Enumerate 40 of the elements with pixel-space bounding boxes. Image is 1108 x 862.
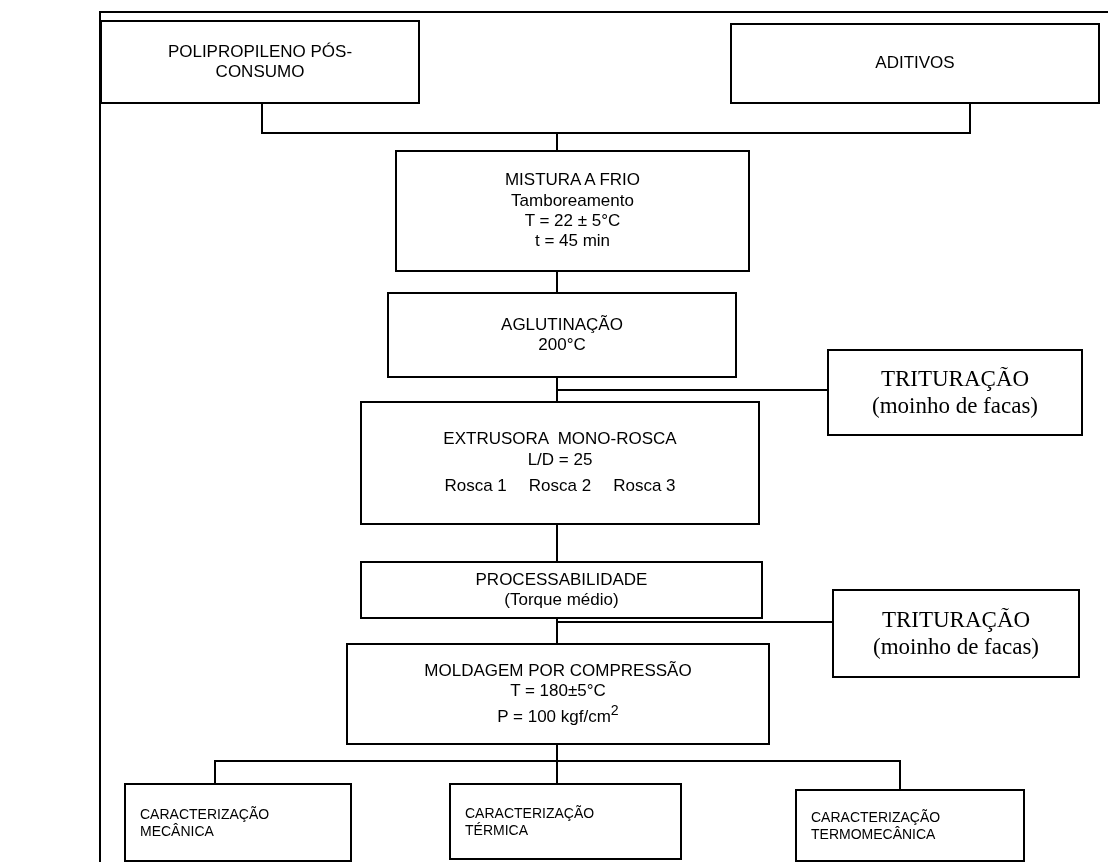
step-detail: T = 22 ± 5°C [524, 211, 621, 232]
step-title: EXTRUSORA MONO-ROSCA [443, 429, 677, 450]
step-title: AGLUTINAÇÃO [501, 314, 623, 335]
step-detail: Rosca 3 [613, 476, 676, 497]
process-box [100, 20, 420, 104]
step-title: CARACTERIZAÇÃO MECÂNICA [140, 805, 271, 840]
step-detail: 200°C [538, 335, 586, 356]
process-box [387, 292, 737, 378]
step-detail: t = 45 min [534, 231, 611, 252]
step-detail: Tamboreamento [511, 190, 634, 211]
step-title: MISTURA A FRIO [504, 170, 641, 191]
step-title: TRITURAÇÃO [881, 607, 1031, 634]
step-detail: Rosca 2 [528, 476, 592, 497]
step-title: POLIPROPILENO PÓS-CONSUMO [166, 41, 354, 83]
step-title: TRITURAÇÃO [880, 366, 1030, 393]
step-title: ADITIVOS [875, 53, 955, 74]
process-box [832, 589, 1080, 678]
step-title: PROCESSABILIDADE [475, 569, 648, 590]
process-box [730, 23, 1100, 104]
connector-line [556, 271, 558, 293]
process-box [449, 783, 682, 860]
step-detail: Rosca 1 [444, 476, 507, 497]
connector-line [556, 389, 828, 402]
process-box [395, 150, 750, 272]
process-box [360, 401, 760, 525]
process-box [795, 789, 1025, 862]
step-detail: (moinho de facas) [872, 633, 1039, 660]
step-detail: T = 180±5°C [510, 681, 606, 702]
step-title: MOLDAGEM POR COMPRESSÃO [424, 661, 692, 682]
step-detail: (Torque médio) [504, 590, 619, 611]
process-box [124, 783, 352, 862]
step-title: CARACTERIZAÇÃO TERMOMECÂNICA [811, 808, 942, 843]
step-detail: P = 100 kgf/cm$^{2}$ [497, 701, 619, 727]
process-box [360, 561, 763, 619]
step-detail: (moinho de facas) [871, 392, 1038, 419]
process-box [827, 349, 1083, 436]
step-title: CARACTERIZAÇÃO TÉRMICA [465, 804, 596, 839]
process-box [346, 643, 770, 745]
connector-line [556, 524, 558, 562]
step-detail: L/D = 25 [527, 449, 593, 471]
